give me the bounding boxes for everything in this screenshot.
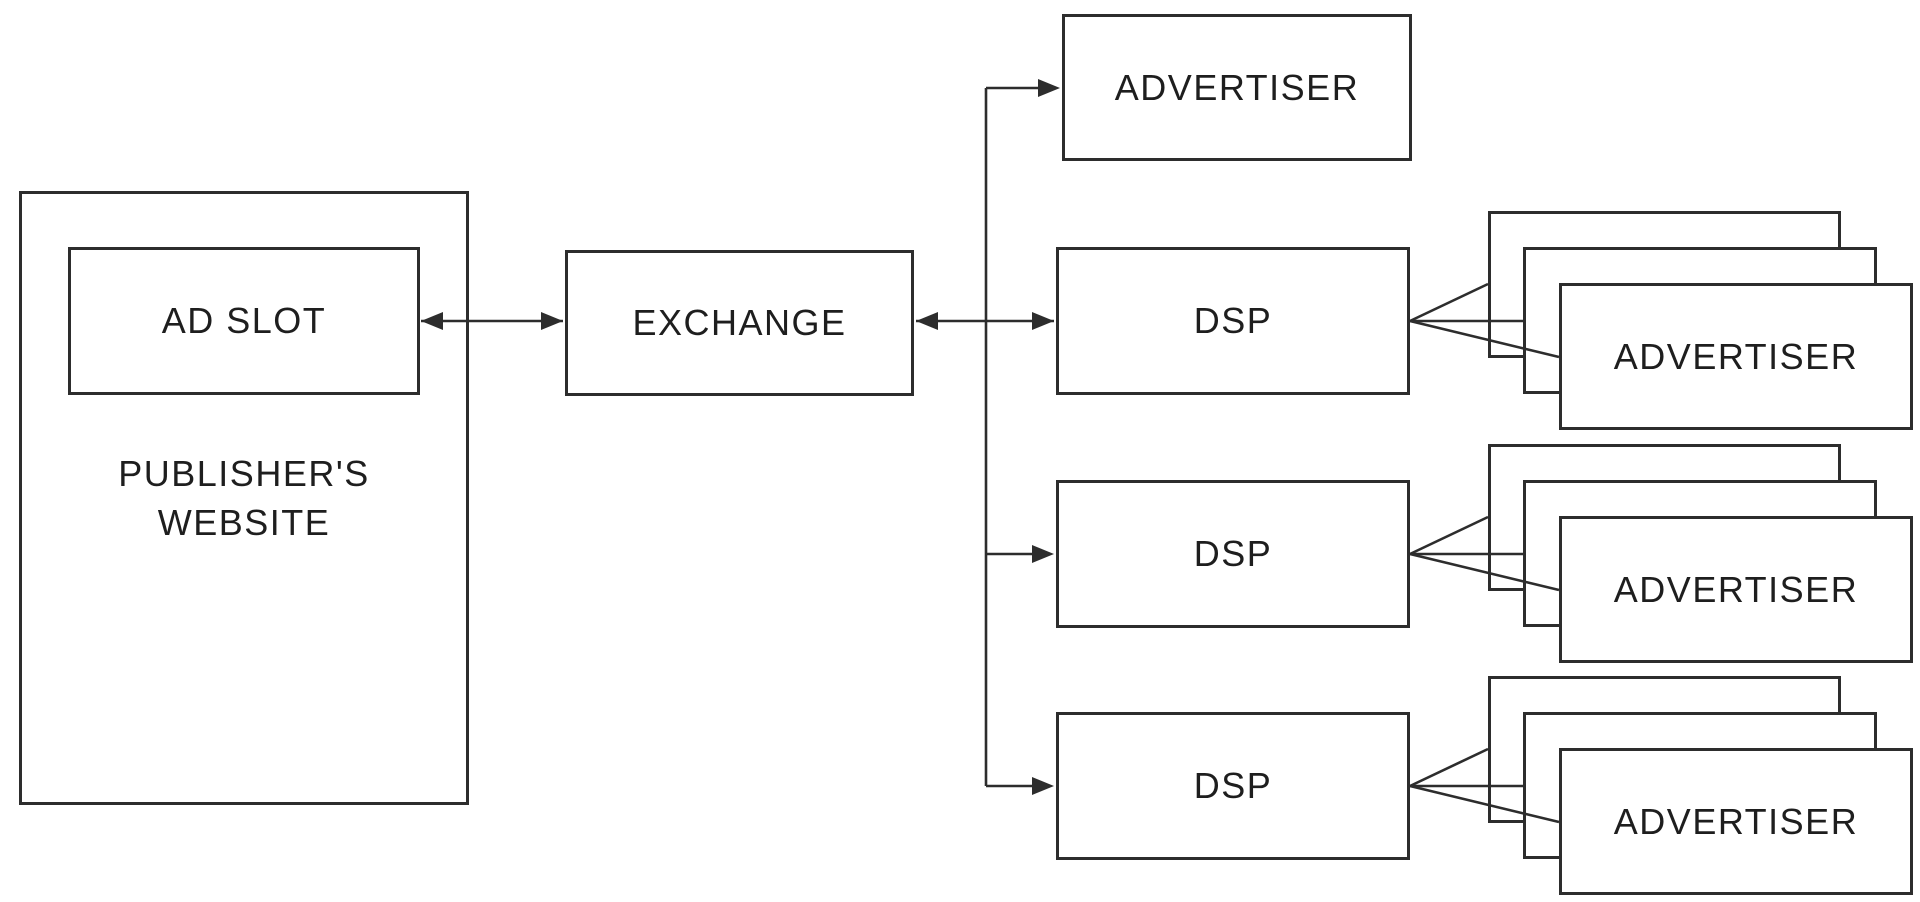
arrowhead-into-dsp3 — [1032, 777, 1054, 795]
exchange-box: EXCHANGE — [565, 250, 914, 396]
advertiser-stack-front-row2: ADVERTISER — [1559, 516, 1913, 663]
dsp-box-row2: DSP — [1056, 480, 1410, 628]
ad-slot-label: AD SLOT — [161, 300, 327, 341]
dsp-label-row2: DSP — [1193, 533, 1273, 574]
publisher-label-line2: WEBSITE — [157, 502, 331, 543]
dsp-label-row1: DSP — [1193, 300, 1273, 341]
publisher-label-line1: PUBLISHER'S — [118, 453, 370, 494]
publisher-website-label: PUBLISHER'S WEBSITE — [19, 449, 469, 547]
fan-row2-to-back — [1409, 515, 1489, 556]
direct-advertiser-box: ADVERTISER — [1062, 14, 1412, 161]
advertiser-stack-label-row1: ADVERTISER — [1613, 335, 1859, 377]
dsp-box-row3: DSP — [1056, 712, 1410, 860]
arrowhead-into-exchange-left — [541, 312, 563, 330]
exchange-label: EXCHANGE — [632, 302, 847, 343]
arrowhead-into-dsp2 — [1032, 545, 1054, 563]
advertiser-stack-front-row3: ADVERTISER — [1559, 748, 1913, 895]
dsp-label-row3: DSP — [1193, 765, 1273, 806]
arrowhead-into-direct-advertiser — [1038, 79, 1060, 97]
direct-advertiser-label: ADVERTISER — [1114, 66, 1360, 108]
arrowhead-into-dsp1 — [1032, 312, 1054, 330]
dsp-box-row1: DSP — [1056, 247, 1410, 395]
fan-row3-to-back — [1409, 747, 1489, 788]
ad-slot-box: AD SLOT — [68, 247, 420, 395]
fan-row1-to-back — [1409, 282, 1489, 323]
advertiser-stack-label-row2: ADVERTISER — [1613, 568, 1859, 610]
arrowhead-into-exchange-right — [916, 312, 938, 330]
advertiser-stack-label-row3: ADVERTISER — [1613, 800, 1859, 842]
advertiser-stack-front-row1: ADVERTISER — [1559, 283, 1913, 430]
